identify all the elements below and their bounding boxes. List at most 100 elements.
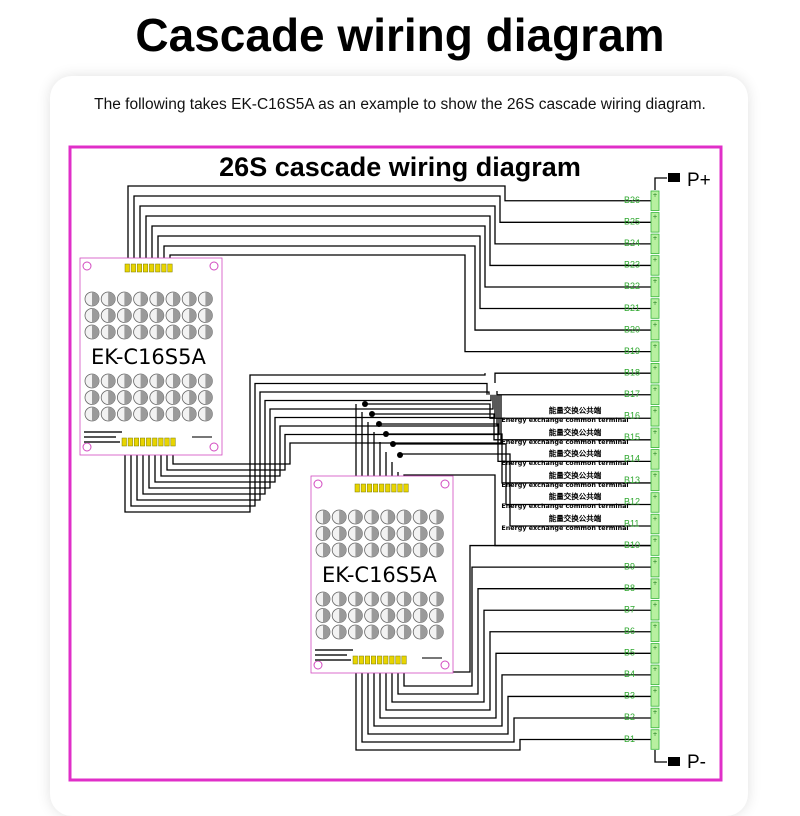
- common-terminal-cn: 能量交换公共端: [549, 427, 602, 437]
- svg-text:+: +: [652, 645, 657, 652]
- svg-text:+: +: [652, 623, 657, 630]
- connector-pin: [379, 483, 385, 493]
- battery-label: B17: [624, 389, 640, 399]
- svg-text:+: +: [652, 364, 657, 371]
- connector-pin: [140, 437, 146, 447]
- svg-text:+: +: [652, 709, 657, 716]
- connector-pin: [121, 437, 127, 447]
- svg-text:+: +: [652, 321, 657, 328]
- battery-label: B9: [624, 561, 635, 571]
- battery-label: B4: [624, 669, 635, 679]
- battery-cell: [650, 319, 660, 341]
- junction-dot: [369, 411, 375, 417]
- p-minus-terminal: P-: [654, 750, 706, 773]
- svg-text:+: +: [652, 515, 657, 522]
- junction-dot: [383, 431, 389, 437]
- connector-pin: [164, 437, 170, 447]
- connector-pin: [146, 437, 152, 447]
- connector-pin: [389, 655, 395, 665]
- page-title: Cascade wiring diagram: [135, 9, 665, 61]
- common-terminal-cn: 能量交换公共端: [549, 448, 602, 458]
- junction-dot: [362, 401, 368, 407]
- connector-pin: [403, 483, 409, 493]
- connector-pin: [161, 263, 167, 273]
- connector-pin: [130, 263, 136, 273]
- common-terminal-en: Energy exchange common terminal: [501, 481, 628, 489]
- battery-labels: B26B25B24B23B22B21B20B19B18B17B16B15B14B…: [624, 195, 640, 744]
- module-label-upper: EK-C16S5A: [91, 345, 206, 369]
- battery-label: B13: [624, 475, 640, 485]
- battery-label: B20: [624, 324, 640, 334]
- battery-cell: [650, 233, 660, 255]
- connector-pin: [395, 655, 401, 665]
- connector-pin: [136, 263, 142, 273]
- battery-label: B21: [624, 303, 640, 313]
- connector-pin: [170, 437, 176, 447]
- battery-cell: [650, 513, 660, 535]
- battery-cell: [650, 470, 660, 492]
- bms-board-lower: EK-C16S5A: [310, 475, 454, 674]
- connector-pin: [391, 483, 397, 493]
- battery-cell: [650, 298, 660, 319]
- battery-cell: [650, 449, 660, 470]
- junction-dots: [362, 401, 403, 458]
- battery-cell: [650, 578, 660, 599]
- battery-label: B25: [624, 217, 640, 227]
- bms-board-upper: EK-C16S5A: [79, 257, 223, 456]
- p-plus-terminal: P+: [654, 170, 711, 191]
- battery-cell: [650, 384, 660, 405]
- intro-text: The following takes EK-C16S5A as an exam…: [94, 96, 706, 113]
- connector-pin: [149, 263, 155, 273]
- svg-text:+: +: [652, 300, 657, 307]
- battery-cell: [650, 535, 660, 556]
- battery-cell: [650, 556, 660, 578]
- battery-label: B15: [624, 432, 640, 442]
- connector-pins: [121, 263, 409, 665]
- battery-label: B22: [624, 281, 640, 291]
- connector-pin: [143, 263, 149, 273]
- connector-pin: [152, 437, 158, 447]
- connector-pin: [377, 655, 383, 665]
- connector-pin: [158, 437, 164, 447]
- connector-pin: [397, 483, 403, 493]
- svg-text:+: +: [652, 451, 657, 458]
- battery-label: B2: [624, 712, 635, 722]
- svg-text:+: +: [652, 601, 657, 608]
- connector-pin: [385, 483, 391, 493]
- connector-pin: [371, 655, 377, 665]
- connector-pin: [167, 263, 173, 273]
- common-terminal-cn: 能量交换公共端: [549, 513, 602, 523]
- battery-cell: [650, 255, 660, 276]
- battery-label: B8: [624, 583, 635, 593]
- svg-text:+: +: [652, 580, 657, 587]
- common-terminal-cn: 能量交换公共端: [549, 405, 602, 415]
- battery-label: B1: [624, 734, 635, 744]
- svg-text:+: +: [652, 386, 657, 393]
- connector-pin: [127, 437, 133, 447]
- svg-text:+: +: [652, 429, 657, 436]
- junction-dot: [390, 441, 396, 447]
- junction-dot: [376, 421, 382, 427]
- battery-label: B12: [624, 497, 640, 507]
- battery-cell: [650, 621, 660, 642]
- battery-cell: [650, 406, 660, 427]
- p-plus-label: P+: [687, 170, 711, 191]
- svg-text:+: +: [652, 257, 657, 264]
- battery-cell: [650, 190, 660, 211]
- wire-bundle: [124, 185, 651, 751]
- battery-label: B3: [624, 691, 635, 701]
- connector-pin: [364, 655, 370, 665]
- battery-label: B14: [624, 454, 640, 464]
- battery-label: B10: [624, 540, 640, 550]
- svg-text:+: +: [652, 494, 657, 501]
- battery-cell: [650, 729, 660, 750]
- common-terminal-en: Energy exchange common terminal: [501, 438, 628, 446]
- battery-label: B6: [624, 626, 635, 636]
- svg-text:+: +: [652, 731, 657, 738]
- svg-text:+: +: [652, 278, 657, 285]
- diagram-frame: [68, 145, 723, 782]
- p-minus-label: P-: [687, 752, 706, 773]
- battery-label: B19: [624, 346, 640, 356]
- common-terminal-en: Energy exchange common terminal: [501, 416, 628, 424]
